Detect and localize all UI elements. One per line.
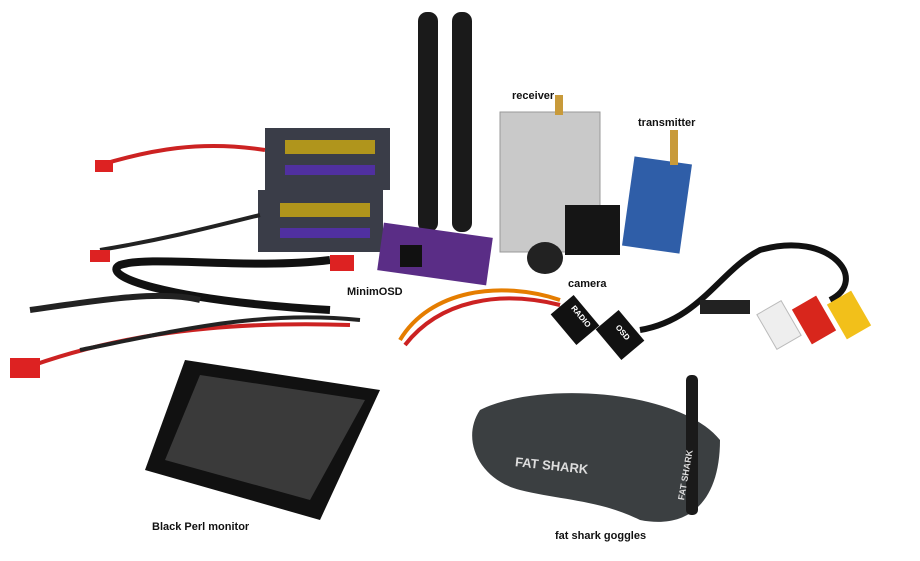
camera xyxy=(527,205,620,274)
monitor-label: Black Perl monitor xyxy=(152,521,250,533)
goggles-label: fat shark goggles xyxy=(555,530,647,542)
transmitter-label: transmitter xyxy=(638,117,696,129)
fat-shark-goggles xyxy=(472,375,720,522)
jst-connector xyxy=(10,358,40,378)
lipo-batteries xyxy=(258,128,390,252)
rca-plugs xyxy=(700,290,872,351)
camera-label: camera xyxy=(568,278,607,290)
receiver-label: receiver xyxy=(512,90,555,102)
transmitter-board xyxy=(622,130,692,254)
minimosd-board xyxy=(377,222,493,286)
black-perl-monitor xyxy=(145,360,380,520)
antenna-pair xyxy=(418,12,472,232)
cables xyxy=(19,144,849,372)
minimosd-label: MinimOSD xyxy=(347,286,403,298)
